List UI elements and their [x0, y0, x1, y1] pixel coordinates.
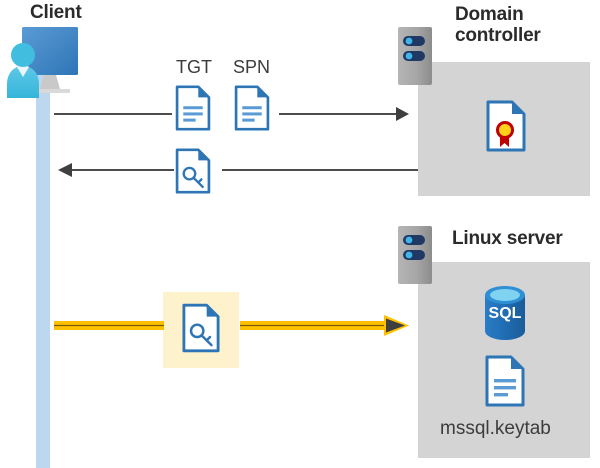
arrowhead-left-icon [58, 163, 72, 177]
arrow-dc-to-client [54, 160, 418, 180]
arrowhead-right-icon [396, 107, 409, 121]
client-title: Client [30, 2, 82, 23]
linux-server-title: Linux server [452, 228, 563, 249]
service-ticket-key-document-icon [175, 148, 211, 194]
certificate-icon [486, 100, 526, 152]
arrowhead-right-icon [386, 318, 405, 333]
linux-server-icon [398, 226, 436, 284]
key-glyph [189, 323, 213, 347]
yellow-line-right [240, 321, 390, 330]
keytab-key-document-icon [182, 303, 220, 353]
dc-title-line2: controller [455, 25, 541, 47]
key-glyph [182, 166, 204, 189]
keytab-document-icon [485, 355, 525, 407]
sql-database-icon: SQL [481, 285, 529, 341]
client-lifeline [36, 72, 50, 468]
spn-label: SPN [233, 57, 271, 77]
tgt-document-icon [175, 85, 211, 131]
domain-controller-title: Domain controller [455, 4, 595, 47]
spn-document-icon [234, 85, 270, 131]
dc-title-line1: Domain [455, 4, 524, 25]
arrow-client-to-linux [54, 315, 420, 339]
arrow-client-to-dc [54, 104, 414, 124]
keytab-filename-label: mssql.keytab [440, 418, 551, 439]
sql-label: SQL [489, 305, 522, 322]
domain-controller-server-icon [398, 27, 436, 85]
tgt-label: TGT [176, 57, 212, 77]
yellow-line-left [54, 321, 164, 330]
client-workstation-icon [4, 22, 96, 100]
